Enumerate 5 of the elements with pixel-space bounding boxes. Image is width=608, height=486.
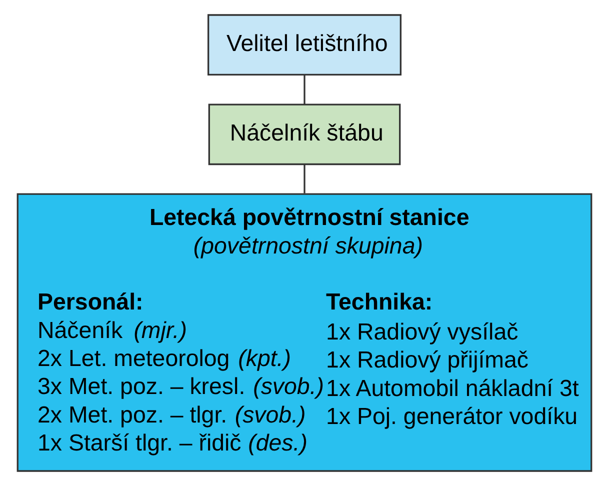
node-box: Náčelník štábu [208,104,400,166]
connector [303,164,305,194]
connector [303,74,305,104]
node-box: Letecká povětrnostní stanice (povětrnostní skupina) Personál: Technika: Náčeník (mjr.) 1x Radiový vysílač 2x Let. meteorolog (kpt.) 1x Radiový přijímač 3x Met. poz. – kresl. (svob.)1x Automobil nákladní 3t 2x Met. poz. – tlgr. (svob.) 1x Poj. generátor vodíku 1x Starší tlgr. – řidič (des.) [16,193,592,472]
node-box: Velitel letištního [207,14,401,76]
